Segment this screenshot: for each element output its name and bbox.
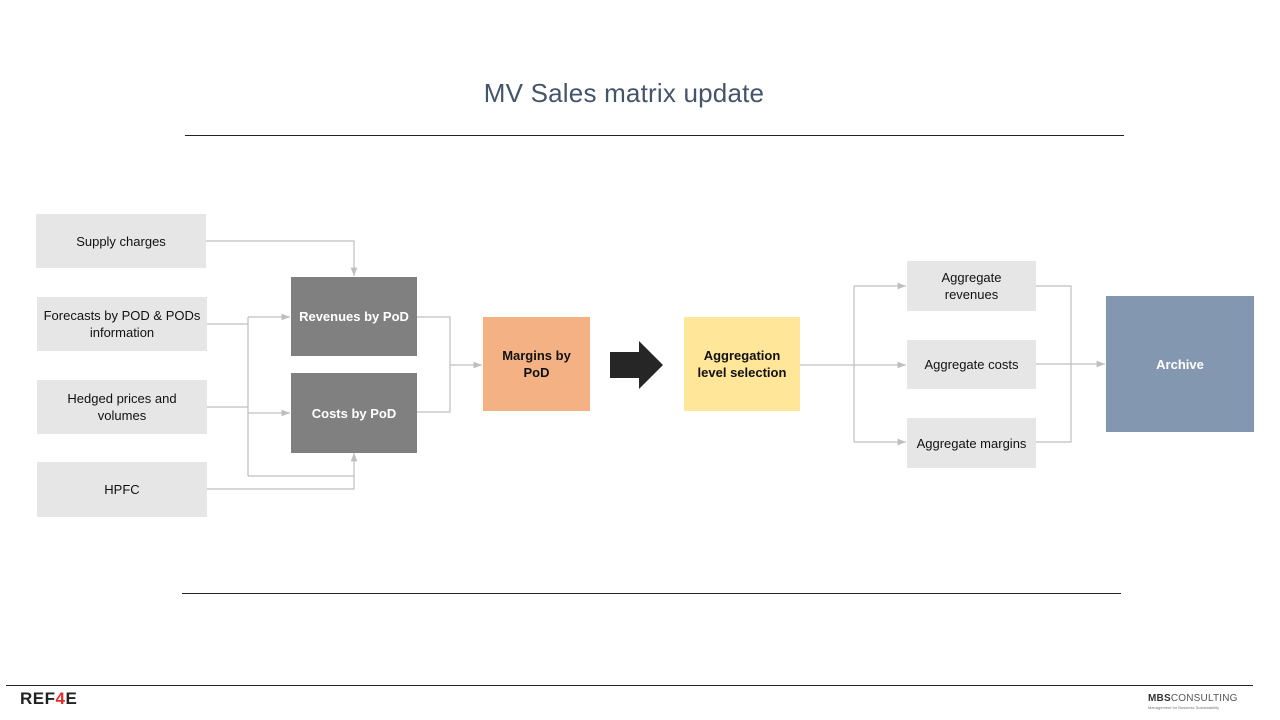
aggregate-revenues-box: Aggregate revenues bbox=[907, 261, 1036, 311]
big-arrow bbox=[610, 341, 663, 389]
revenues-out-connector bbox=[417, 316, 451, 413]
hpfc-box: HPFC bbox=[37, 462, 207, 517]
logo-mbs: MBS bbox=[1148, 693, 1171, 704]
hpfc-connector bbox=[207, 476, 355, 490]
hedged-prices-box: Hedged prices and volumes bbox=[37, 380, 207, 434]
bottom-divider bbox=[182, 593, 1121, 594]
revenues-by-pod-box: Revenues by PoD bbox=[291, 277, 417, 356]
top-divider bbox=[185, 135, 1124, 136]
aggregate-costs-box: Aggregate costs bbox=[907, 340, 1036, 389]
mbs-consulting-logo: MBSCONSULTING Management for Business Su… bbox=[1148, 693, 1238, 710]
ref4e-logo: REF4E bbox=[20, 689, 77, 709]
forecasts-box: Forecasts by POD & PODs information bbox=[37, 297, 207, 351]
footer-divider bbox=[6, 685, 1253, 686]
bus-to-costs-bottom-connector bbox=[248, 453, 358, 477]
logo-consulting: CONSULTING bbox=[1170, 693, 1238, 704]
aggregation-level-selection-box: Aggregation level selection bbox=[684, 317, 800, 411]
aggregate-margins-box: Aggregate margins bbox=[907, 418, 1036, 468]
page-title: MV Sales matrix update bbox=[483, 78, 765, 108]
supply-charges-box: Supply charges bbox=[36, 214, 206, 268]
archive-box: Archive bbox=[1106, 296, 1254, 432]
logo-tagline: Management for Business Sustainability bbox=[1148, 705, 1220, 710]
costs-by-pod-box: Costs by PoD bbox=[291, 373, 417, 453]
supply-to-revenues-connector bbox=[206, 240, 358, 276]
logo-prefix: REF bbox=[20, 689, 56, 708]
margins-by-pod-box: Margins by PoD bbox=[483, 317, 590, 411]
logo-accent: 4 bbox=[55, 689, 66, 708]
logo-suffix: E bbox=[65, 689, 78, 708]
